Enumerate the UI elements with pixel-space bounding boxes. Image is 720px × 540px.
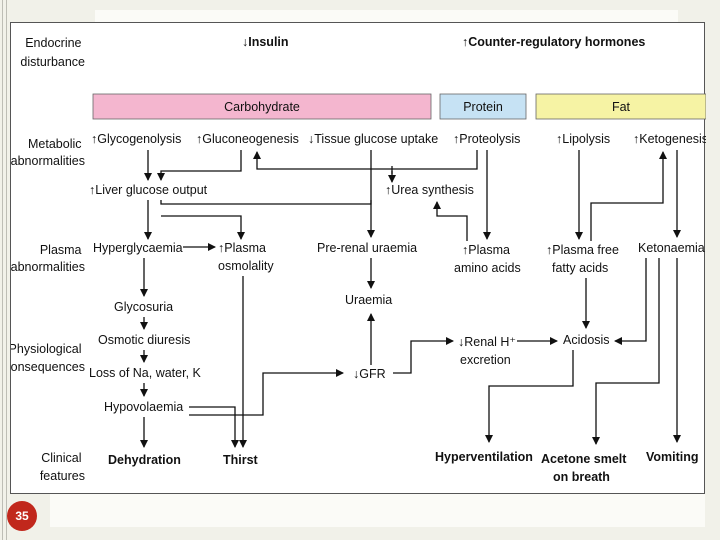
vomiting-node: Vomiting: [646, 450, 699, 464]
row-label-endocrine: Endocrine disturbance: [20, 36, 85, 69]
dehydration-node: Dehydration: [108, 453, 181, 467]
carbohydrate-band: [92, 93, 432, 120]
ketonaemia-node: Ketonaemia: [638, 241, 705, 255]
arrow-liver-osmolality-branch: [161, 215, 245, 240]
row-label-metabolic: Metabolic abnormalities: [11, 137, 85, 168]
hypovolaemia-node: Hypovolaemia: [104, 400, 183, 414]
osmotic-diuresis-node: Osmotic diuresis: [98, 333, 190, 347]
carbohydrate-label: Carbohydrate: [224, 100, 300, 114]
arrow-hypovolaemia-gfr: [189, 369, 344, 416]
plasma-amino-acids-node: ↑Plasma amino acids: [454, 243, 521, 275]
gluconeogenesis-node: ↑Gluconeogenesis: [196, 132, 299, 146]
renal-h-excretion-node: ↓Renal H⁺ excretion: [458, 335, 520, 367]
acidosis-node: Acidosis: [563, 333, 610, 347]
lipolysis-node: ↑Lipolysis: [556, 132, 610, 146]
arrow-gfr-renal: [393, 337, 454, 374]
dka-flow-diagram: Endocrine disturbance Metabolic abnormal…: [11, 35, 706, 484]
counter-regulatory-label: ↑Counter-regulatory hormones: [462, 35, 645, 49]
diagram-card: Endocrine disturbance Metabolic abnormal…: [10, 22, 706, 494]
proteolysis-node: ↑Proteolysis: [453, 132, 520, 146]
urea-synthesis-node: ↑Urea synthesis: [385, 183, 474, 197]
ketogenesis-node: ↑Ketogenesis: [633, 132, 706, 146]
row-label-physiological: Physiological consequences: [11, 342, 85, 374]
hyperventilation-node: Hyperventilation: [435, 450, 533, 464]
protein-label: Protein: [463, 100, 503, 114]
arrow-gluconeogenesis-liver: [157, 150, 242, 181]
arrow-acidosis-hyperventilation: [485, 350, 574, 443]
plasma-osmolality-node: ↑Plasma osmolality: [218, 241, 274, 273]
arrow-amino-urea: [433, 201, 468, 241]
liver-glucose-output-node: ↑Liver glucose output: [89, 183, 208, 197]
glycosuria-node: Glycosuria: [114, 300, 173, 314]
gfr-node: ↓GFR: [353, 367, 386, 381]
row-label-plasma: Plasma abnormalities: [11, 243, 85, 274]
glycogenolysis-node: ↑Glycogenolysis: [91, 132, 181, 146]
arrow-hypovolaemia-thirst: [189, 406, 239, 448]
fat-label: Fat: [612, 100, 631, 114]
arrow-ffa-ketogenesis: [590, 151, 667, 241]
fat-band: [535, 93, 706, 120]
tissue-glucose-uptake-node: ↓Tissue glucose uptake: [308, 132, 438, 146]
top-strip: [95, 10, 678, 22]
arrow-tissue-uptake-hyperglycaemia: [160, 150, 372, 205]
left-decor-lines: [0, 0, 10, 540]
thirst-node: Thirst: [223, 453, 259, 467]
plasma-ffa-node: ↑Plasma free fatty acids: [546, 243, 622, 275]
protein-band: [439, 93, 527, 120]
loss-na-water-k-node: Loss of Na, water, K: [89, 366, 202, 380]
arrow-ketonaemia-acidosis: [614, 258, 647, 345]
hyperglycaemia-node: Hyperglycaemia: [93, 241, 183, 255]
arrow-proteolysis-gluconeogenesis: [253, 150, 478, 170]
bottom-band: [50, 494, 705, 527]
uraemia-node: Uraemia: [345, 293, 392, 307]
arrow-ketonaemia-acetone: [592, 258, 660, 445]
pre-renal-uraemia-node: Pre-renal uraemia: [317, 241, 417, 255]
slide-number-badge: 35: [7, 501, 37, 531]
acetone-breath-node: Acetone smelt on breath: [541, 452, 630, 484]
row-label-clinical: Clinical features: [40, 451, 85, 483]
insulin-label: ↓Insulin: [242, 35, 289, 49]
